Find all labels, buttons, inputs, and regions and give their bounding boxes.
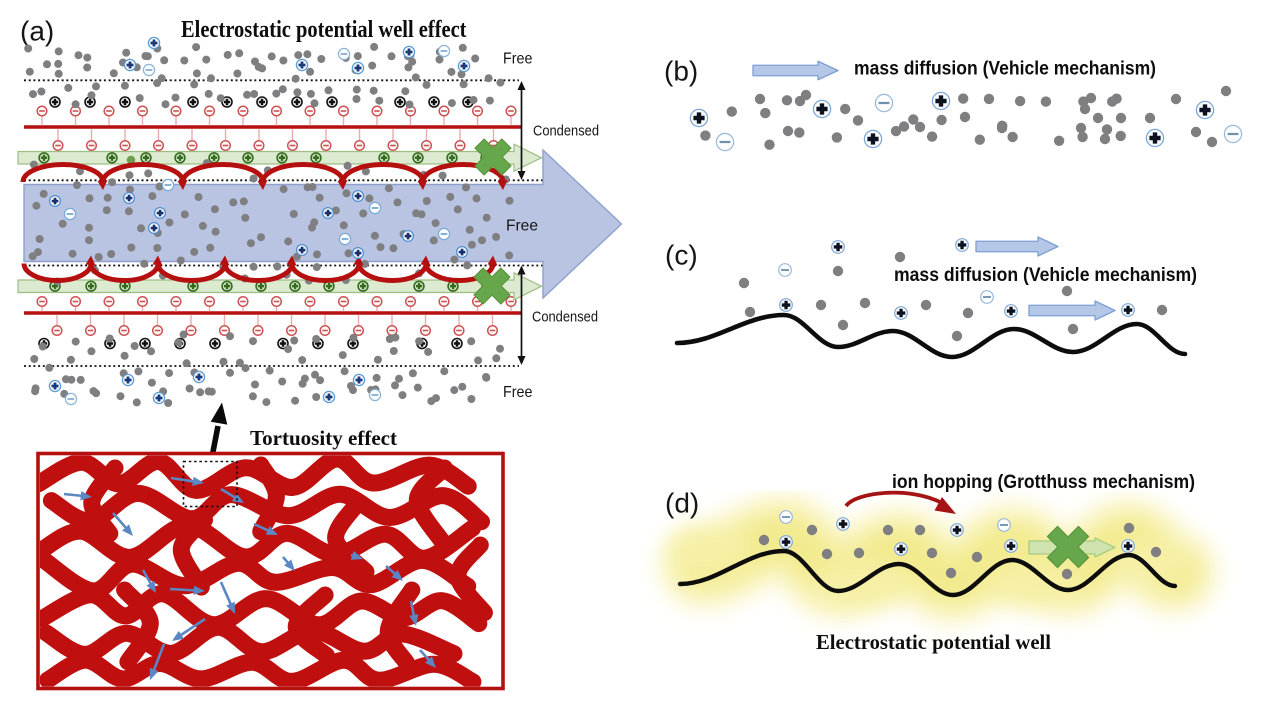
svg-text:Condensed: Condensed — [532, 309, 598, 326]
svg-text:(c): (c) — [665, 240, 698, 271]
svg-text:Free: Free — [506, 218, 538, 235]
svg-text:Electrostatic potential well e: Electrostatic potential well effect — [181, 17, 467, 43]
svg-text:mass diffusion (Vehicle mechan: mass diffusion (Vehicle mechanism) — [854, 59, 1156, 80]
svg-text:Tortuosity effect: Tortuosity effect — [250, 426, 397, 450]
svg-text:ion hopping (Grotthuss mechani: ion hopping (Grotthuss mechanism) — [892, 472, 1195, 493]
svg-text:(a): (a) — [20, 16, 54, 47]
svg-text:(d): (d) — [665, 488, 699, 519]
svg-text:Condensed: Condensed — [533, 123, 599, 140]
svg-text:Free: Free — [503, 51, 533, 68]
svg-text:Electrostatic potential well: Electrostatic potential well — [816, 630, 1051, 654]
svg-text:Free: Free — [503, 384, 533, 401]
svg-text:(b): (b) — [664, 56, 698, 87]
svg-text:mass diffusion (Vehicle mechan: mass diffusion (Vehicle mechanism) — [894, 265, 1197, 286]
